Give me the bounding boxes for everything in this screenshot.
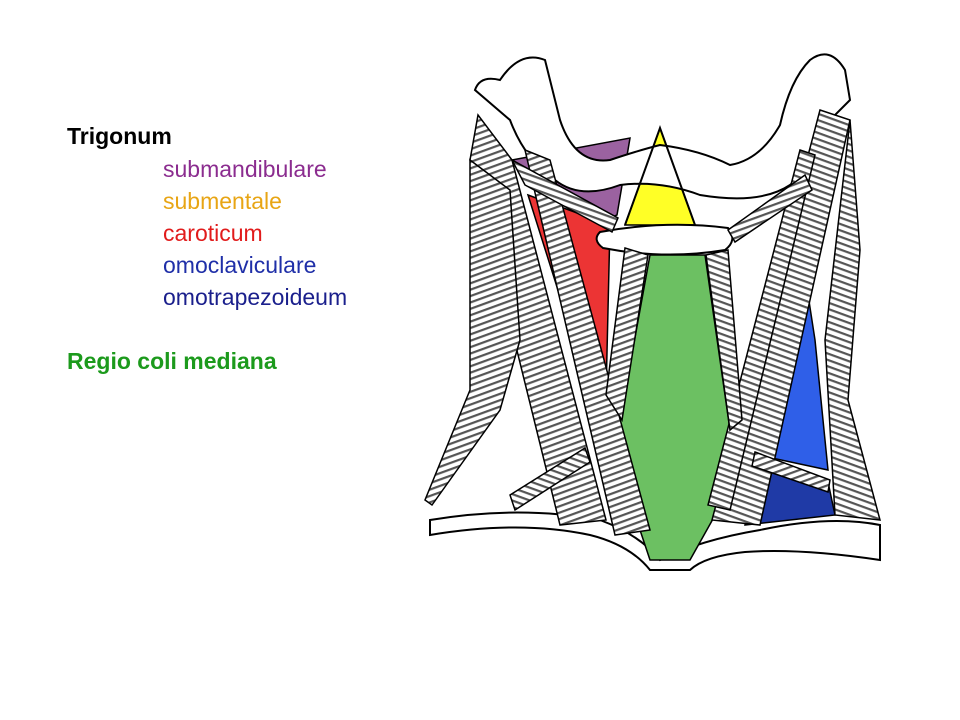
trapezius-left — [424, 158, 521, 507]
regio-coli-mediana-label: Regio coli mediana — [67, 348, 277, 374]
legend-item-submentale: submentale — [163, 188, 282, 214]
legend-item-submandibulare: submandibulare — [163, 156, 327, 182]
omohyoid-left — [509, 446, 591, 512]
legend-item-caroticum: caroticum — [163, 220, 263, 246]
strap-muscle-left — [605, 247, 649, 423]
strap-muscle-right — [705, 249, 743, 432]
legend-heading: Trigonum — [67, 123, 172, 149]
trapezius-right — [824, 119, 882, 521]
mandible — [473, 53, 852, 200]
legend-item-omotrapezoideum: omotrapezoideum — [163, 284, 348, 310]
digastric-right — [727, 173, 813, 244]
muscle-band-left-inner — [523, 148, 651, 536]
digastric-left — [510, 158, 619, 234]
legend-item-omoclaviculare: omoclaviculare — [163, 252, 317, 278]
submental-outline — [624, 125, 696, 226]
clavicle-outline — [429, 511, 881, 571]
omohyoid-right — [751, 450, 831, 493]
hyoid-bone — [595, 223, 734, 256]
